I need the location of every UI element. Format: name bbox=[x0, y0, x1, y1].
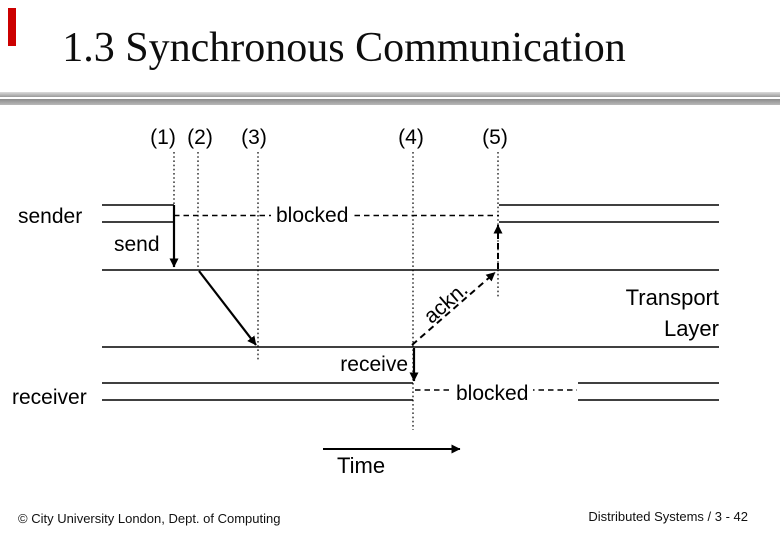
receiver-line-left bbox=[102, 382, 413, 401]
footer-slide-number: Distributed Systems / 3 - 42 bbox=[588, 509, 748, 524]
receiver-blocked-label: blocked bbox=[451, 382, 534, 405]
slide-title: 1.3 Synchronous Communication bbox=[62, 25, 626, 71]
time-label: Time bbox=[337, 453, 386, 478]
title-divider-top bbox=[0, 92, 780, 97]
sender-line-left bbox=[102, 204, 174, 223]
receiver-label: receiver bbox=[12, 386, 87, 409]
footer-copyright: © City University London, Dept. of Compu… bbox=[18, 511, 281, 526]
event-marker-5: (5) bbox=[482, 126, 508, 149]
sender-line-right bbox=[499, 204, 719, 223]
title-divider-bottom bbox=[0, 99, 780, 105]
sender-blocked-label: blocked bbox=[271, 204, 354, 227]
send-label: send bbox=[114, 233, 160, 256]
receiver-line-right bbox=[578, 382, 719, 401]
transport-layer-line2: Layer bbox=[663, 316, 719, 341]
event-marker-4: (4) bbox=[398, 126, 424, 149]
event-marker-1: (1) bbox=[150, 126, 176, 149]
ackn-arrow bbox=[411, 271, 496, 346]
sender-label: sender bbox=[18, 205, 83, 228]
transport-layer-line1: Transport bbox=[625, 285, 719, 310]
receive-label: receive bbox=[340, 353, 408, 376]
accent-bar bbox=[8, 8, 16, 46]
event-marker-2: (2) bbox=[187, 126, 213, 149]
message-arrow bbox=[198, 270, 257, 346]
event-marker-3: (3) bbox=[241, 126, 267, 149]
transport-layer-label: Transport Layer bbox=[626, 282, 719, 344]
